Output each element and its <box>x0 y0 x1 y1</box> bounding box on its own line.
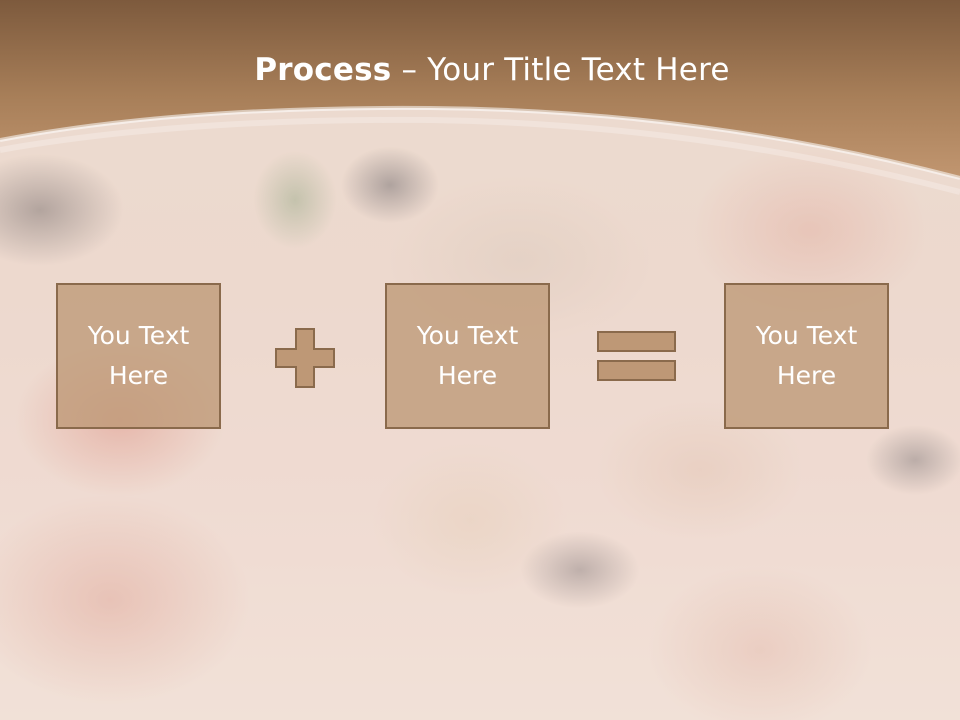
header-band <box>0 0 960 195</box>
title-text: Your Title Text Here <box>427 52 730 88</box>
equals-icon <box>597 331 676 381</box>
title-separator: – <box>391 52 428 88</box>
process-box-3-text: You Text Here <box>755 321 858 390</box>
title-bold-text: Process <box>254 52 392 88</box>
plus-icon <box>275 328 335 388</box>
process-box-1-text: You Text Here <box>87 321 190 390</box>
process-box-3[interactable]: You Text Here <box>724 283 889 429</box>
process-box-2[interactable]: You Text Here <box>385 283 550 429</box>
process-box-1[interactable]: You Text Here <box>56 283 221 429</box>
slide-title: Process – Your Title Text Here <box>0 52 960 88</box>
process-box-2-text: You Text Here <box>416 321 519 390</box>
